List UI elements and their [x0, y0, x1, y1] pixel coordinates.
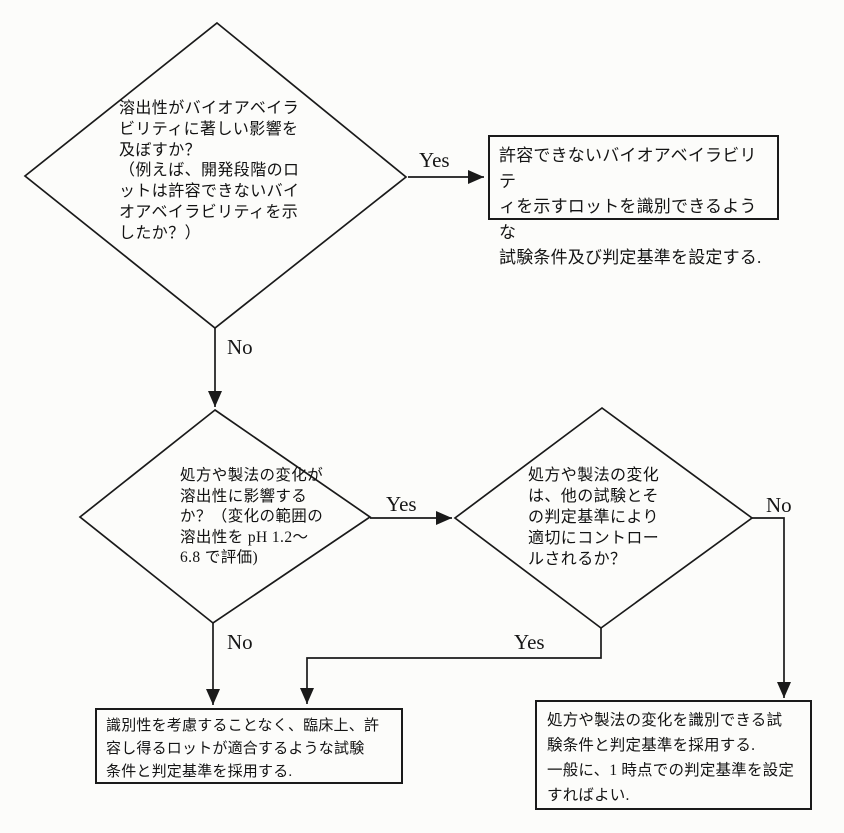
- edge-label-d1-no: No: [227, 335, 253, 359]
- process-box-bottom-left-text: 識別性を考慮することなく、臨床上、許 容し得るロットが適合するような試験 条件と…: [106, 718, 380, 780]
- edge-label-d2-yes: Yes: [386, 492, 417, 516]
- decision-3-text: 処方や製法の変化 は、他の試験とそ の判定基準により 適切にコントロー ルされる…: [528, 467, 660, 568]
- edge-label-d2-no: No: [227, 630, 253, 654]
- edge-label-d3-yes: Yes: [514, 630, 545, 654]
- edge-d3-no-arrow: [752, 517, 791, 698]
- process-box-top-right: 許容できないバイオアベイラビリテ ィを示すロットを識別できるような 試験条件及び…: [488, 135, 779, 267]
- process-box-bottom-right-text: 処方や製法の変化を識別できる試 験条件と判定基準を採用する. 一般に、1 時点で…: [547, 712, 795, 804]
- process-box-bottom-right: 処方や製法の変化を識別できる試 験条件と判定基準を採用する. 一般に、1 時点で…: [535, 700, 812, 810]
- edge-label-d3-no: No: [766, 493, 792, 517]
- edge-d3-yes-arrow: [300, 628, 602, 704]
- decision-2-text: 処方や製法の変化が 溶出性に影響する か？（変化の範囲の 溶出性を pH 1.2…: [180, 467, 324, 566]
- decision-1-text: 溶出性がバイオアベイラ ビリティに著しい影響を 及ぼすか？ （例えば、開発段階の…: [119, 100, 300, 242]
- process-box-top-right-text: 許容できないバイオアベイラビリテ ィを示すロットを識別できるような 試験条件及び…: [499, 146, 762, 267]
- edge-label-d1-yes: Yes: [419, 148, 450, 172]
- process-box-bottom-left: 識別性を考慮することなく、臨床上、許 容し得るロットが適合するような試験 条件と…: [95, 708, 403, 784]
